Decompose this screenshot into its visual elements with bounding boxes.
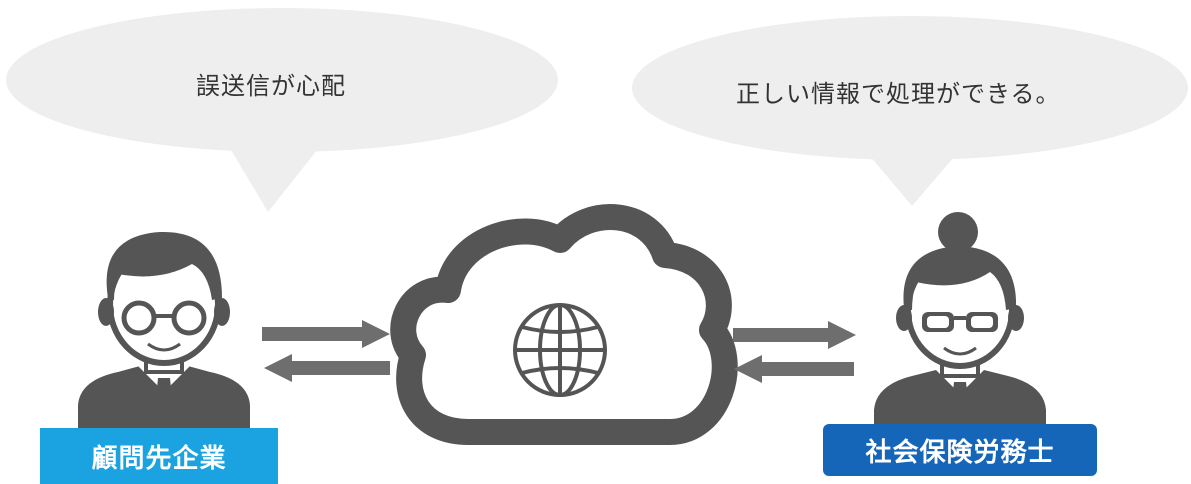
woman-with-glasses-icon	[874, 212, 1046, 430]
right-bubble-text: 正しい情報で処理ができる。	[736, 80, 1061, 108]
arrow-right-icon	[733, 321, 856, 349]
arrow-left-icon	[264, 354, 390, 382]
right-speech-bubble	[632, 16, 1188, 206]
globe-icon	[513, 303, 607, 397]
left-arrows	[262, 320, 390, 382]
right-arrows	[733, 321, 856, 383]
labor-consultant-label: 社会保険労務士	[823, 424, 1097, 476]
left-speech-bubble	[6, 8, 558, 212]
cloud-globe-icon	[390, 204, 738, 445]
arrow-left-icon	[734, 355, 854, 383]
arrow-right-icon	[262, 320, 390, 348]
man-with-glasses-icon	[78, 231, 250, 430]
client-company-label: 顧問先企業	[40, 428, 278, 484]
left-bubble-text: 誤送信が心配	[196, 72, 346, 100]
